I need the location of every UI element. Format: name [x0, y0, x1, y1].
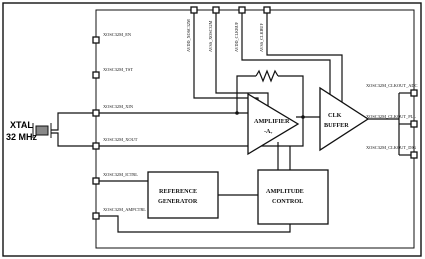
amplifier-block: AMPLIFIER -Aᵥ [247, 92, 300, 156]
pin-pad-tst [92, 71, 100, 79]
left-pins: XOSC32M_EN XOSC32M_TST XOSC32M_XIN XOSC3… [92, 32, 146, 220]
wire-avdd-xosc32m [193, 13, 259, 104]
amplitude-control-line1: AMPLITUDE [266, 188, 304, 195]
amplitude-control-block: AMPLITUDE CONTROL [257, 169, 329, 225]
wire-ampctrl-pin [99, 215, 291, 233]
pin-pad-xout [92, 142, 100, 150]
pin-pad-avdd-xosc32m [190, 6, 198, 14]
clk-buffer-block: CLK BUFFER [319, 86, 370, 152]
clk-buffer-triangle [319, 86, 370, 152]
pin-label-avss-xosc32m: AVSS_XOSC32M [208, 20, 213, 52]
outer-frame [2, 2, 422, 257]
pin-pad-avss-clkbuf [263, 6, 271, 14]
pin-label-clkout-pll: XOSC32M_CLKOUT_PLL [366, 114, 416, 119]
top-pins: AVDD_XOSC32M AVSS_XOSC32M AVDD_CLKBUF AV… [186, 6, 271, 52]
amplifier-gain: -Aᵥ [264, 128, 273, 135]
pin-label-avdd-clkbuf: AVDD_CLKBUF [234, 21, 239, 52]
pin-pad-avdd-clkbuf [238, 6, 246, 14]
right-pins: XOSC32M_CLKOUT_ADC XOSC32M_CLKOUT_PLL XO… [366, 83, 418, 159]
crystal: XTAL 32 MHz [6, 112, 93, 147]
pin-label-avss-clkbuf: AVSS_CLKBUF [259, 23, 264, 52]
wire-avss-xosc32m [215, 13, 269, 108]
pin-pad-ampctrl [92, 212, 100, 220]
pin-label-xin: XOSC32M_XIN [103, 104, 134, 109]
pin-pad-xin [92, 109, 100, 117]
wire-xout [99, 117, 304, 147]
pin-label-en: XOSC32M_EN [103, 32, 132, 37]
pin-pad-en [92, 36, 100, 44]
clk-buffer-line1: CLK [328, 112, 342, 119]
reference-generator-block: REFERENCE GENERATOR [147, 171, 219, 219]
crystal-symbol [35, 125, 49, 136]
clk-buffer-line2: BUFFER [324, 122, 349, 129]
amplitude-control-box [257, 169, 329, 225]
crystal-wire-xout-visible [51, 132, 93, 147]
chip-boundary [95, 9, 415, 249]
feedback-resistor [255, 69, 279, 83]
pin-pad-ictrl [92, 177, 100, 185]
reference-generator-box [147, 171, 219, 219]
pin-pad-avss-xosc32m [212, 6, 220, 14]
wire-avdd-clkbuf [241, 13, 331, 100]
amplifier-triangle [247, 92, 300, 156]
pin-label-ampctrl: XOSC32M_AMPCTRL [103, 207, 146, 212]
amplitude-control-line2: CONTROL [272, 198, 303, 205]
reference-generator-line1: REFERENCE [159, 188, 197, 195]
pin-label-ictrl: XOSC32M_ICTRL [103, 172, 138, 177]
crystal-wire-xin [51, 112, 93, 131]
wiring [99, 13, 411, 233]
pin-label-clkout-adc: XOSC32M_CLKOUT_ADC [366, 83, 418, 88]
reference-generator-line2: GENERATOR [158, 198, 198, 205]
wire-feedback-right [278, 75, 304, 117]
wire-avss-clkbuf [266, 13, 343, 105]
pin-label-tst: XOSC32M_TST [103, 67, 133, 72]
xtal-frequency: 32 MHz [6, 132, 38, 142]
pin-label-clkout-dig: XOSC32M_CLKOUT_DIG [366, 145, 417, 150]
pin-pad-clkout-adc [410, 89, 418, 97]
amplifier-label: AMPLIFIER [254, 118, 290, 125]
wire-feedback-left [236, 75, 256, 113]
pin-pad-clkout-pll [410, 120, 418, 128]
pin-label-xout: XOSC32M_XOUT [103, 137, 138, 142]
xtal-name: XTAL [10, 120, 33, 130]
pin-label-avdd-xosc32m: AVDD_XOSC32M [186, 19, 191, 52]
pin-pad-clkout-dig [410, 151, 418, 159]
